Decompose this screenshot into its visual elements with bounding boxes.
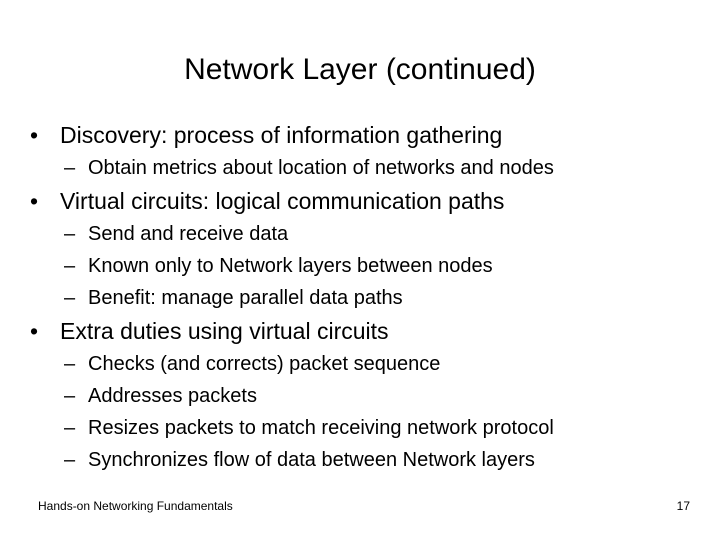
footer-source-text: Hands-on Networking Fundamentals [38, 499, 233, 513]
bullet-text: Virtual circuits: logical communication … [60, 188, 505, 214]
sub-bullet-item: – Benefit: manage parallel data paths [0, 282, 720, 314]
dash-marker-icon: – [64, 417, 76, 439]
sub-bullet-item: – Send and receive data [0, 218, 720, 250]
sub-bullet-text: Obtain metrics about location of network… [88, 157, 554, 179]
bullet-text: Discovery: process of information gather… [60, 122, 503, 148]
bullet-marker-icon: • [30, 122, 39, 148]
sub-bullet-item: – Known only to Network layers between n… [0, 250, 720, 282]
dash-marker-icon: – [64, 287, 76, 309]
bullet-group: • Extra duties using virtual circuits – … [0, 314, 720, 476]
bullet-item: • Virtual circuits: logical communicatio… [0, 184, 720, 218]
bullet-marker-icon: • [30, 318, 39, 344]
dash-marker-icon: – [64, 223, 76, 245]
sub-bullet-item: – Resizes packets to match receiving net… [0, 412, 720, 444]
dash-marker-icon: – [64, 353, 76, 375]
bullet-text: Extra duties using virtual circuits [60, 318, 389, 344]
slide-body: • Discovery: process of information gath… [0, 118, 720, 476]
sub-bullet-item: – Checks (and corrects) packet sequence [0, 348, 720, 380]
dash-marker-icon: – [64, 255, 76, 277]
sub-bullet-text: Checks (and corrects) packet sequence [88, 353, 441, 375]
sub-bullet-text: Benefit: manage parallel data paths [88, 287, 403, 309]
sub-bullet-text: Known only to Network layers between nod… [88, 255, 493, 277]
sub-bullet-item: – Obtain metrics about location of netwo… [0, 152, 720, 184]
bullet-group: • Discovery: process of information gath… [0, 118, 720, 184]
bullet-marker-icon: • [30, 188, 39, 214]
sub-bullet-text: Send and receive data [88, 223, 289, 245]
bullet-group: • Virtual circuits: logical communicatio… [0, 184, 720, 314]
dash-marker-icon: – [64, 157, 76, 179]
slide-page-number: 17 [676, 499, 690, 513]
sub-bullet-item: – Addresses packets [0, 380, 720, 412]
sub-bullet-text: Synchronizes flow of data between Networ… [88, 449, 535, 471]
bullet-item: • Discovery: process of information gath… [0, 118, 720, 152]
bullet-item: • Extra duties using virtual circuits [0, 314, 720, 348]
dash-marker-icon: – [64, 449, 76, 471]
slide-footer: Hands-on Networking Fundamentals 17 [0, 498, 720, 514]
dash-marker-icon: – [64, 385, 76, 407]
sub-bullet-text: Resizes packets to match receiving netwo… [88, 417, 554, 439]
sub-bullet-text: Addresses packets [88, 385, 257, 407]
sub-bullet-item: – Synchronizes flow of data between Netw… [0, 444, 720, 476]
slide-title: Network Layer (continued) [184, 53, 536, 86]
